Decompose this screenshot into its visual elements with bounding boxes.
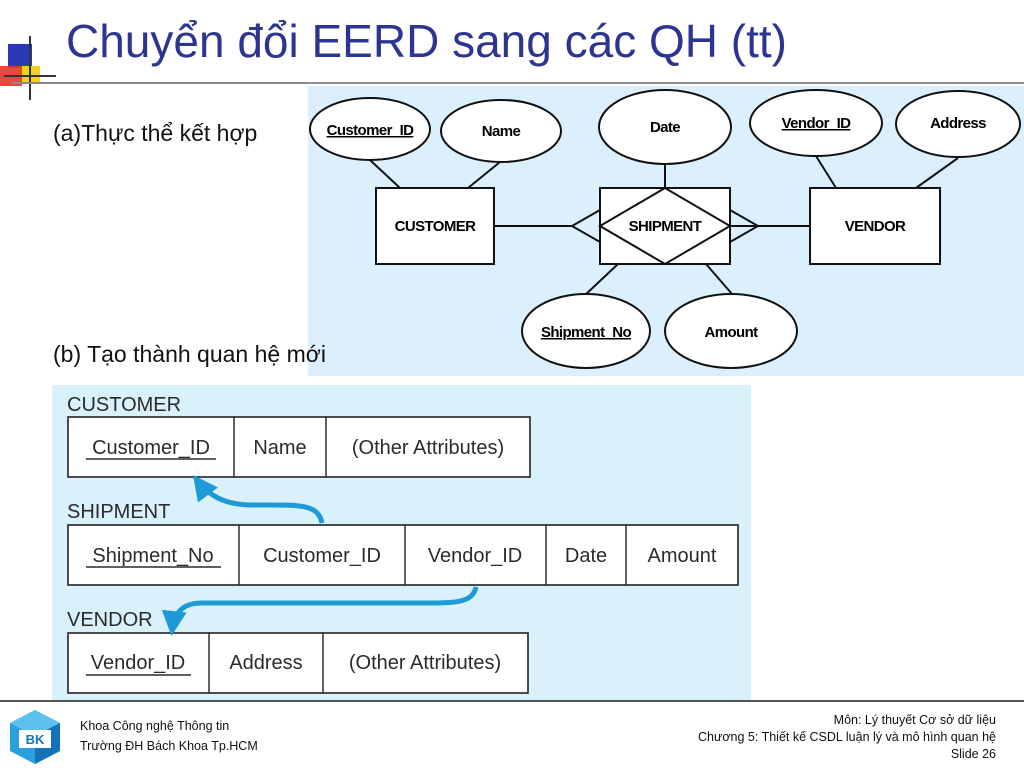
entity-vendor [809,187,941,265]
attr-address [895,90,1021,158]
slide-corner-logo [0,36,56,100]
attr-shipment-no-text: Shipment_No [541,324,632,341]
customer-col-name: Name [253,437,306,459]
attr-name [440,99,562,163]
bk-logo-text: BK [26,732,45,747]
footer-university: Trường ĐH Bách Khoa Tp.HCM [80,739,258,753]
slide-title: Chuyển đổi EERD sang các QH (tt) [66,15,787,67]
er-diagram: Customer_ID Name Date Vendor_ID Address … [309,89,1021,369]
shipment-col-vendor-id: Vendor_ID [428,545,523,567]
entity-customer [375,187,495,265]
er-diagram-panel: Customer_ID Name Date Vendor_ID Address … [308,86,1024,376]
attr-address-text: Address [930,115,986,132]
footer-course: Môn: Lý thuyết Cơ sở dữ liệu [833,713,996,727]
attr-vendor-id-text: Vendor_ID [782,115,852,132]
attr-vendor-id [749,89,883,157]
customer-col-customer-id: Customer_ID [92,437,210,459]
vendor-col-vendor-id: Vendor_ID [91,652,186,674]
entity-vendor-text: VENDOR [845,218,906,235]
footer-faculty: Khoa Công nghệ Thông tin [80,719,230,733]
footer-divider [0,700,1024,702]
customer-table-name: CUSTOMER [67,394,181,416]
vendor-col-address: Address [229,652,302,674]
relationship-diamond [598,186,732,266]
shipment-col-shipment-no: Shipment_No [92,545,213,567]
footer-slide-number: Slide 26 [950,747,996,761]
bk-logo-icon: BK [10,710,60,764]
attr-date-text: Date [650,119,680,136]
shipment-col-date: Date [565,545,607,567]
attr-shipment-no [521,293,651,369]
associative-entity-text: SHIPMENT [629,218,702,235]
shipment-table-name: SHIPMENT [67,501,170,523]
entity-customer-text: CUSTOMER [395,218,477,235]
fk-arrow-customer-id [192,475,325,524]
attr-name-text: Name [482,123,521,140]
relations-panel: CUSTOMER Customer_ID Name (Other Attribu… [52,385,751,701]
vendor-col-other: (Other Attributes) [349,652,501,674]
vendor-table [67,632,529,694]
attr-date [598,89,732,165]
customer-table [67,416,531,478]
relation-tables: CUSTOMER Customer_ID Name (Other Attribu… [67,394,739,694]
footer-course-info: Môn: Lý thuyết Cơ sở dữ liệu Chương 5: T… [698,712,996,763]
attr-amount-text: Amount [704,324,758,341]
shipment-col-amount: Amount [648,545,717,567]
title-divider [12,82,1024,84]
shipment-col-customer-id: Customer_ID [263,545,381,567]
customer-col-other: (Other Attributes) [352,437,504,459]
vendor-table-name: VENDOR [67,609,153,631]
attr-amount [664,293,798,369]
part-b-label: (b) Tạo thành quan hệ mới [53,341,326,367]
part-a-label: (a)Thực thể kết hợp [53,120,258,146]
footer-chapter: Chương 5: Thiết kế CSDL luận lý và mô hì… [698,730,996,744]
fk-arrow-vendor-id [161,586,479,636]
footer-organization: Khoa Công nghệ Thông tin Trường ĐH Bách … [80,716,258,756]
attr-customer-id [309,97,431,161]
attr-customer-id-text: Customer_ID [327,122,415,139]
